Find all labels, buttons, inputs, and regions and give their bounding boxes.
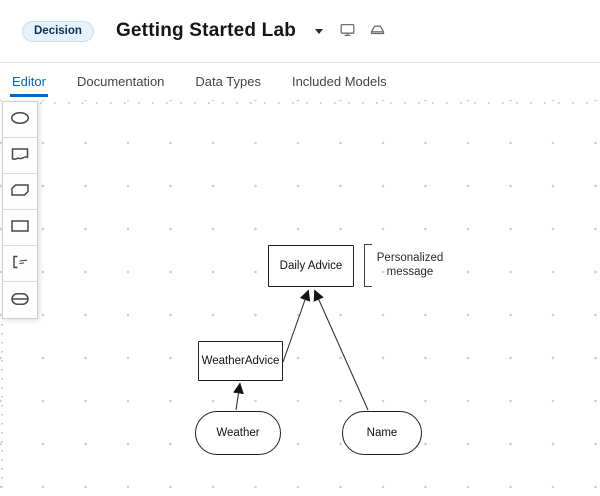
knowledge-source-icon: [8, 146, 32, 165]
decision-node-weather-advice[interactable]: WeatherAdvice: [198, 341, 283, 381]
tab-data-types[interactable]: Data Types: [193, 63, 263, 100]
document-header: Decision Getting Started Lab: [0, 0, 600, 62]
decision-service-icon: [8, 291, 32, 310]
text-annotation-icon: [8, 254, 32, 273]
text-annotation-personalized-message[interactable]: Personalized message: [364, 244, 446, 287]
document-title: Getting Started Lab: [115, 20, 297, 41]
node-label: Name: [366, 427, 398, 439]
palette-input-data[interactable]: [3, 102, 37, 138]
preview-button[interactable]: [338, 21, 357, 42]
node-label: Daily Advice: [279, 260, 343, 272]
canvas-left-dotted-edge: [1, 324, 3, 490]
document-type-badge: Decision: [22, 20, 94, 42]
input-data-icon: [8, 110, 32, 129]
node-label: WeatherAdvice: [201, 355, 280, 367]
drawer-icon: [370, 23, 385, 40]
edge-name-to-dailyadvice: [313, 289, 369, 411]
node-label: Weather: [216, 427, 260, 439]
editor-tabbar: Editor Documentation Data Types Included…: [0, 62, 600, 100]
tab-included-models[interactable]: Included Models: [290, 63, 389, 100]
edge-weatheradvice-to-dailyadvice: [282, 289, 311, 363]
input-data-node-weather[interactable]: Weather: [195, 411, 281, 455]
drawer-button[interactable]: [368, 21, 387, 42]
tab-documentation[interactable]: Documentation: [75, 63, 166, 100]
shape-palette: [2, 101, 38, 319]
caret-down-icon: [315, 28, 324, 34]
title-dropdown-button[interactable]: [311, 25, 327, 38]
business-knowledge-model-icon: [8, 182, 32, 201]
decision-node-daily-advice[interactable]: Daily Advice: [268, 245, 354, 287]
palette-knowledge-source[interactable]: [3, 138, 37, 174]
palette-decision-service[interactable]: [3, 282, 37, 318]
requirement-edges: [233, 289, 369, 411]
palette-text-annotation[interactable]: [3, 246, 37, 282]
canvas-top-dotted-edge: [40, 102, 600, 104]
decision-icon: [8, 218, 32, 237]
edge-weather-to-weatheradvice: [233, 382, 244, 411]
input-data-node-name[interactable]: Name: [342, 411, 422, 455]
palette-decision[interactable]: [3, 210, 37, 246]
palette-business-knowledge-model[interactable]: [3, 174, 37, 210]
annotation-bracket-icon: [364, 244, 372, 287]
monitor-icon: [340, 23, 355, 40]
diagram-canvas[interactable]: Daily Advice WeatherAdvice Weather Name …: [0, 100, 600, 496]
annotation-label: Personalized message: [376, 252, 444, 278]
tab-editor[interactable]: Editor: [10, 63, 48, 100]
